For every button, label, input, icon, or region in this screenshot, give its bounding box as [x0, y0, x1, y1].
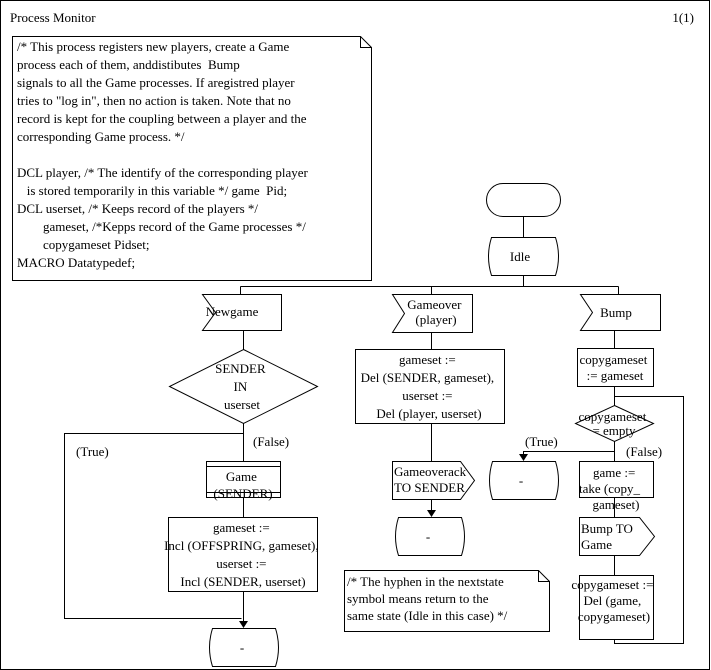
output-gameoverack-label: Gameoverack TO SENDER — [394, 464, 469, 495]
decision-copygameset-empty-label: copygameset = empty — [578, 409, 649, 438]
task-del-gameover-label: gameset := Del (SENDER, gameset), userse… — [361, 352, 498, 421]
false-label-right: (False) — [626, 444, 662, 459]
comment-line: /* The hyphen in the nextstate — [347, 574, 504, 589]
arrow-head — [427, 510, 436, 517]
comment-line: /* This process registers new players, c… — [17, 39, 290, 54]
task-del-copygameset: copygameset := Del (game, copygameset) — [571, 575, 656, 640]
arrow-head — [519, 454, 528, 461]
true-branch-line — [64, 423, 244, 619]
create-request-game-label: Game (SENDER) — [213, 469, 272, 501]
decision-sender-in-userset: SENDER IN userset — [168, 348, 319, 425]
task-del-copygameset-label: copygameset := Del (game, copygameset) — [571, 577, 656, 624]
task-incl-label: gameset := Incl (OFFSPRING, gameset), us… — [164, 520, 322, 589]
output-gameoverack: Gameoverack TO SENDER — [392, 461, 476, 500]
comment-line: gameset, /*Kepps record of the Game proc… — [17, 219, 306, 234]
comment-line: symbol means return to the — [347, 591, 489, 606]
page-number: 1(1) — [672, 10, 694, 25]
comment-line — [17, 147, 20, 162]
nextstate-left-label: - — [240, 640, 244, 655]
state-idle-label: Idle — [510, 249, 530, 264]
nextstate-middle-label: - — [426, 529, 430, 544]
comment-line: MACRO Datatypedef; — [17, 255, 135, 270]
nextstate-left: - — [209, 628, 279, 667]
task-copy-gameset: copygameset := gameset — [577, 348, 654, 387]
input-newgame-label: Newgame — [206, 304, 259, 319]
output-bump-to-game-label: Bump TO Game — [581, 521, 636, 552]
nextstate-middle: - — [395, 517, 465, 556]
comment-line: signals to all the Game processes. If ar… — [17, 75, 295, 90]
comment-line: same state (Idle in this case) */ — [347, 608, 508, 623]
comment-line: DCL player, /* The identify of the corre… — [17, 165, 308, 180]
task-take: game := take (copy_ gameset) — [579, 461, 654, 512]
true-label-left: (True) — [76, 444, 109, 459]
hyphen-comment-symbol: /* The hyphen in the nextstate symbol mea… — [344, 570, 550, 632]
page-title: Process Monitor — [10, 10, 96, 25]
task-copy-gameset-label: copygameset := gameset — [579, 352, 650, 383]
task-incl: gameset := Incl (OFFSPRING, gameset), us… — [164, 517, 322, 592]
create-request-game: Game (SENDER) — [206, 461, 281, 501]
comment-line: record is kept for the coupling between … — [17, 111, 307, 126]
comment-line: DCL userset, /* Keeps record of the play… — [17, 201, 258, 216]
declaration-text: /* This process registers new players, c… — [17, 39, 308, 270]
task-take-label: game := take (copy_ gameset) — [579, 465, 643, 512]
comment-line: tries to "log in", then no action is tak… — [17, 93, 291, 108]
nextstate-right: - — [489, 461, 559, 500]
input-gameover-label: Gameover (player) — [407, 297, 464, 327]
comment-line: corresponding Game process. */ — [17, 129, 185, 144]
loop-back-line — [614, 396, 684, 644]
comment-line: process each of them, anddistibutes Bump — [17, 57, 240, 72]
decision-sender-in-userset-label: SENDER IN userset — [215, 361, 269, 412]
nextstate-right-label: - — [519, 473, 523, 488]
state-idle: Idle — [488, 237, 559, 276]
arrow-head — [239, 621, 248, 628]
false-label-left: (False) — [253, 434, 289, 449]
output-bump-to-game: Bump TO Game — [579, 517, 656, 556]
start-symbol — [486, 183, 561, 217]
input-bump: Bump — [579, 294, 661, 331]
input-gameover: Gameover (player) — [391, 294, 473, 333]
declaration-text-symbol: /* This process registers new players, c… — [12, 36, 372, 281]
input-newgame: Newgame — [201, 294, 282, 331]
decision-copygameset-empty: copygameset = empty — [574, 404, 655, 443]
comment-line: copygameset Pidset; — [17, 237, 150, 252]
comment-line: is stored temporarily in this variable *… — [17, 183, 287, 198]
task-del-gameover: gameset := Del (SENDER, gameset), userse… — [355, 349, 505, 424]
hyphen-comment-text: /* The hyphen in the nextstate symbol mea… — [347, 574, 508, 623]
true-label-right: (True) — [525, 434, 558, 449]
input-bump-label: Bump — [600, 305, 632, 320]
